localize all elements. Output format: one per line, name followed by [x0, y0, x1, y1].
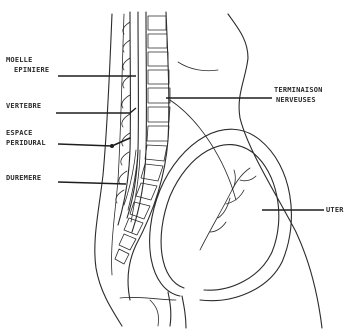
spinal-canal-front-wall [132, 12, 146, 232]
vertebral-bodies [136, 16, 170, 200]
uterus-inner-wall [161, 145, 279, 291]
rib-line [178, 62, 218, 71]
perineum-line [150, 300, 159, 326]
pelvic-floor-line [120, 297, 176, 300]
spinal-column [115, 12, 170, 300]
label-uterus: UTER [326, 206, 344, 214]
label-terminaisons-line1: TERMINAISON [274, 86, 323, 94]
vertebre-leader [56, 108, 136, 113]
label-terminaisons-line2: NERVEUSES [276, 96, 316, 104]
label-espace-line1: ESPACE [6, 129, 33, 137]
uterus-outer-wall [150, 129, 292, 300]
duremere-leader [58, 182, 126, 184]
vaginal-canal [182, 296, 186, 328]
abdomen-line [170, 100, 236, 200]
label-espace-line2: PERIDURAL [6, 139, 46, 147]
placenta-vessels [200, 168, 256, 250]
label-moelle-line1: MOELLE [6, 56, 33, 64]
front-body-outline [228, 14, 322, 328]
epidural-needle [112, 138, 130, 146]
espace-leader [58, 144, 112, 146]
label-vertebre: VERTEBRE [6, 102, 41, 110]
label-moelle-line2: EPINIERE [14, 66, 49, 74]
uterus [150, 129, 292, 328]
back-outline [95, 14, 122, 326]
cervix [168, 292, 171, 326]
label-duremere: DUREMERE [6, 174, 41, 182]
